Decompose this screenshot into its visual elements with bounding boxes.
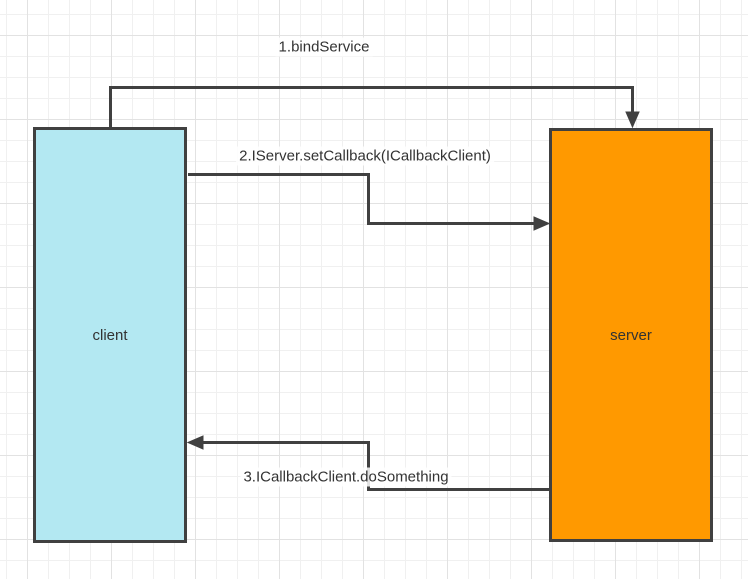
edge-do-something[interactable] <box>186 435 549 491</box>
edge-label-set-callback[interactable]: 2.IServer.setCallback(ICallbackClient) <box>236 146 494 166</box>
edge-label-bind-service[interactable]: 1.bindService <box>275 37 373 57</box>
node-server[interactable]: server <box>549 128 713 542</box>
edge-do-something-arrowhead <box>186 435 204 450</box>
edge-bind-service-arrowhead <box>625 111 640 129</box>
edge-set-callback[interactable] <box>188 173 551 231</box>
edge-do-something-line[interactable] <box>203 441 549 491</box>
node-server-label: server <box>610 326 652 344</box>
edge-set-callback-arrowhead <box>533 216 551 231</box>
node-client[interactable]: client <box>33 127 187 543</box>
node-client-label: client <box>92 326 128 344</box>
edge-label-do-something[interactable]: 3.ICallbackClient.doSomething <box>240 467 452 487</box>
edge-bind-service-line[interactable] <box>109 86 634 128</box>
edge-bind-service[interactable] <box>109 86 640 129</box>
edge-set-callback-line[interactable] <box>188 173 534 225</box>
